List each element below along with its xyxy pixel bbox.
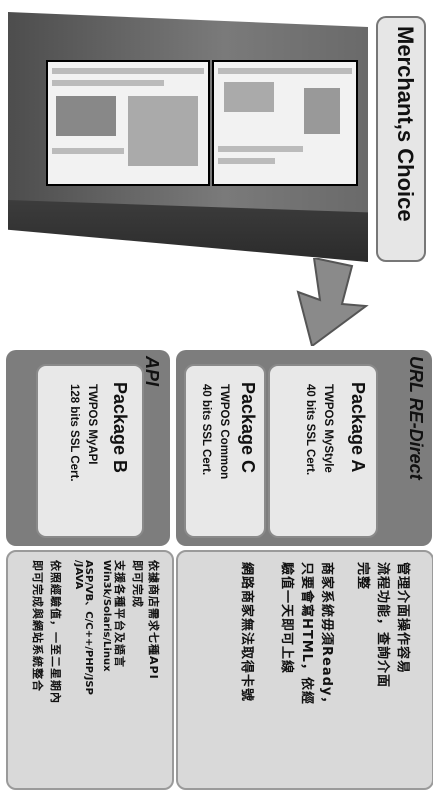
desc-right-line6: 驗值一天即可上線 (279, 562, 294, 675)
api-panel: API Package B TWPOS MyAPI 128 bits SSL C… (6, 350, 170, 546)
package-a-box: Package A TWPOS MyStyle 40 bits SSL Cert… (268, 364, 378, 538)
desc-left-line6: /JAVA (73, 560, 84, 590)
desc-right-line5: 只要會寫HTML，依經 (299, 562, 314, 705)
desc-left-line8: 即可完成與網站系統整合 (31, 560, 44, 692)
desc-right-line3: 完整 (355, 562, 370, 591)
package-b-line2: 128 bits SSL Cert. (68, 384, 80, 482)
screenshot-right (212, 60, 358, 186)
api-header: API (142, 356, 162, 387)
desc-left-line5: ASP/VB、C/C++/PHP/JSP (83, 560, 94, 695)
package-a-title: Package A (348, 382, 368, 473)
package-b-box: Package B TWPOS MyAPI 128 bits SSL Cert. (36, 364, 144, 538)
desc-left-line1: 依據商店需求七種API (147, 560, 160, 680)
package-c-box: Package C TWPOS Common 40 bits SSL Cert. (184, 364, 266, 538)
desc-left-line4: Win3k/Solaris/Linux (101, 560, 112, 672)
package-c-title: Package C (238, 382, 258, 474)
package-c-line1: TWPOS Common (218, 384, 230, 480)
package-c-line2: 40 bits SSL Cert. (200, 384, 212, 476)
api-description: 依據商店需求七種API 即可完成 支援各種平台及語言 Win3k/Solaris… (6, 550, 174, 790)
desc-left-line3: 支援各種平台及語言 (113, 560, 126, 668)
package-a-line2: 40 bits SSL Cert. (304, 384, 316, 476)
url-redirect-panel: URL RE-Direct Package A TWPOS MyStyle 40… (176, 350, 432, 546)
merchant-choice-label: Merchant,s Choice (393, 26, 418, 222)
desc-left-line2: 即可完成 (131, 560, 144, 608)
desc-right-line1: 管理介面操作容易 (395, 562, 410, 675)
url-redirect-header: URL RE-Direct (406, 356, 426, 480)
package-a-line1: TWPOS MyStyle (322, 384, 334, 473)
desc-left-line7: 依照經驗值，一至二星期內 (49, 560, 62, 704)
screenshot-left (46, 60, 210, 186)
merchant-choice-tab: Merchant,s Choice (376, 16, 426, 262)
package-b-title: Package B (110, 382, 130, 474)
url-redirect-description: 管理介面操作容易 流程功能，查詢介面 完整 商家系統毋須Ready， 只要會寫H… (176, 550, 433, 790)
desc-right-line2: 流程功能，查詢介面 (375, 562, 390, 689)
down-arrow-icon (296, 258, 369, 346)
desc-right-line7: 網路商家無法取得卡號 (239, 562, 254, 703)
package-b-line1: TWPOS MyAPI (86, 384, 98, 465)
desc-right-line4: 商家系統毋須Ready， (319, 562, 334, 711)
